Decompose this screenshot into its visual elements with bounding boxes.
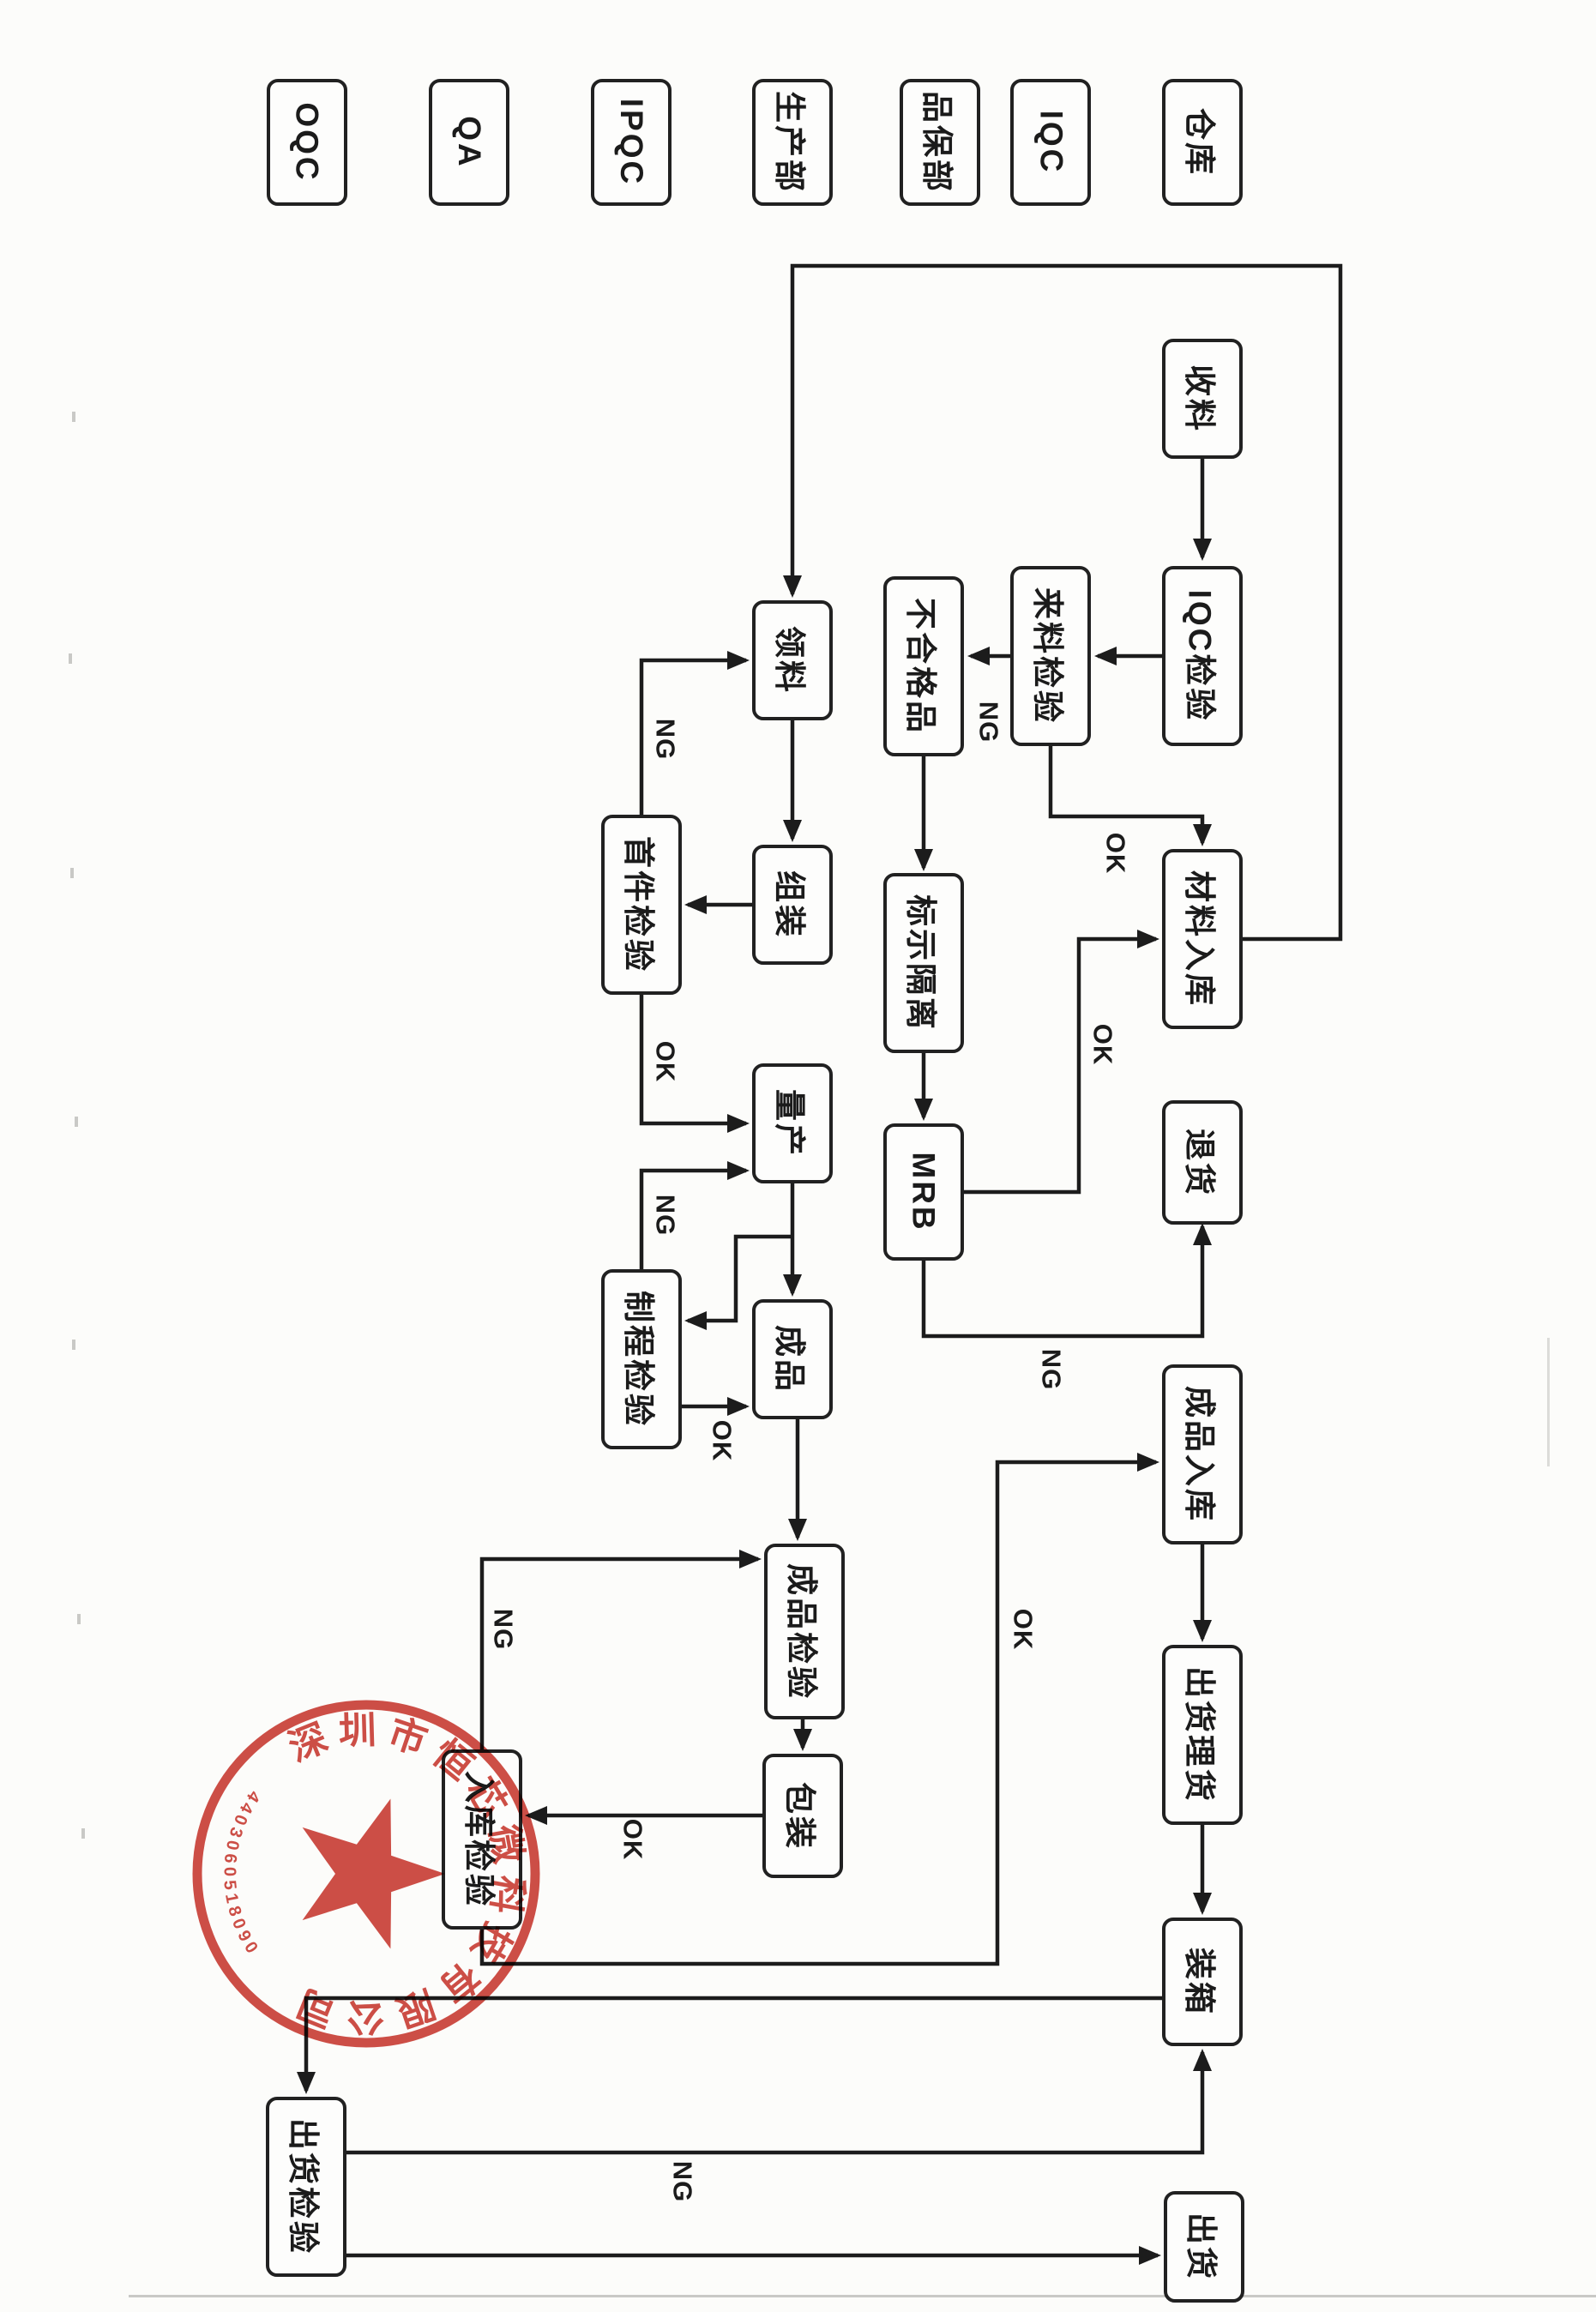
lane-header-iqc: IQC bbox=[1010, 79, 1091, 206]
node-label: 制程检验 bbox=[621, 1291, 656, 1428]
node-label: 首件检验 bbox=[621, 836, 656, 973]
node-nonconforming-product: 不合格品 bbox=[883, 576, 964, 756]
lane-label: IPQC bbox=[614, 98, 649, 187]
node-receive-material: 收料 bbox=[1162, 339, 1243, 459]
edge-mrb-ng-return bbox=[921, 1223, 1212, 1339]
scan-mark bbox=[72, 412, 75, 422]
node-material-requisition: 领料 bbox=[752, 600, 833, 720]
scan-mark bbox=[72, 1340, 75, 1350]
lane-label: 生产部 bbox=[772, 91, 807, 194]
node-label: 成品检验 bbox=[784, 1562, 819, 1701]
scan-mark bbox=[75, 1117, 78, 1127]
lane-header-ipqc: IPQC bbox=[591, 79, 672, 206]
node-label: 领料 bbox=[772, 626, 807, 695]
node-in-process-inspection: 制程检验 bbox=[601, 1269, 682, 1449]
edge-label-ng: NG bbox=[650, 1194, 680, 1237]
edge-label-ng: NG bbox=[1036, 1348, 1066, 1391]
edge-firstarticle-ng-requisition bbox=[639, 651, 750, 815]
edge-label-ok: OK bbox=[650, 1040, 680, 1083]
node-finished-product-inspection: 成品检验 bbox=[764, 1544, 845, 1719]
node-assembly: 组装 bbox=[752, 845, 833, 965]
node-return-goods: 退货 bbox=[1162, 1100, 1243, 1225]
lane-header-oqc: OQC bbox=[267, 79, 347, 206]
node-mark-isolate: 标示隔离 bbox=[883, 873, 964, 1053]
edge-label-ng: NG bbox=[973, 701, 1003, 744]
lane-label: IQC bbox=[1033, 110, 1069, 175]
node-label: 入库检验 bbox=[461, 1771, 497, 1908]
edge-label-ok: OK bbox=[1008, 1608, 1038, 1651]
node-label: 组装 bbox=[772, 870, 807, 939]
node-label: 退货 bbox=[1182, 1128, 1217, 1197]
node-mass-production: 量产 bbox=[752, 1063, 833, 1183]
node-first-article-inspection: 首件检验 bbox=[601, 815, 682, 995]
node-label: 成品入库 bbox=[1182, 1386, 1217, 1523]
edge-outgoinginspection-ng-boxing bbox=[346, 2049, 1212, 2155]
node-label: 出货 bbox=[1183, 2213, 1219, 2281]
node-label: 不合格品 bbox=[903, 598, 938, 735]
node-label: 成品 bbox=[772, 1325, 807, 1394]
node-outgoing-inspection: 出货检验 bbox=[266, 2097, 346, 2277]
edge-warehousinginspection-ng-finishedinspection bbox=[479, 1550, 762, 1749]
edge-label-ng: NG bbox=[667, 2160, 697, 2203]
node-material-warehousing: 材料入库 bbox=[1162, 849, 1243, 1029]
node-finished-goods-warehousing: 成品入库 bbox=[1162, 1364, 1243, 1544]
node-iqc-inspection: IQC检验 bbox=[1162, 566, 1243, 746]
node-label: 材料入库 bbox=[1182, 870, 1217, 1008]
scan-mark bbox=[69, 653, 72, 664]
lane-header-qa: QA bbox=[429, 79, 509, 206]
node-warehousing-inspection: 入库检验 bbox=[442, 1749, 522, 1930]
scan-edge-line bbox=[1547, 1338, 1550, 1466]
lane-header-warehouse: 仓库 bbox=[1162, 79, 1243, 206]
lane-header-quality: 品保部 bbox=[900, 79, 980, 206]
node-mrb: MRB bbox=[883, 1123, 964, 1261]
node-label: 收料 bbox=[1182, 364, 1217, 433]
node-label: 出货理货 bbox=[1182, 1666, 1217, 1803]
node-label: 标示隔离 bbox=[903, 894, 938, 1032]
node-label: 装箱 bbox=[1182, 1948, 1217, 2016]
node-label: 包装 bbox=[782, 1781, 817, 1851]
edge-label-ng: NG bbox=[650, 718, 680, 761]
node-label: 量产 bbox=[772, 1089, 807, 1158]
node-shipment-tally: 出货理货 bbox=[1162, 1645, 1243, 1825]
edge-materialwarehousing-to-requisition bbox=[783, 263, 1343, 942]
lane-label: OQC bbox=[290, 102, 325, 183]
edge-label-ok: OK bbox=[1087, 1023, 1117, 1066]
lane-header-production: 生产部 bbox=[752, 79, 833, 206]
edge-firstarticle-ok-massproduction bbox=[639, 995, 750, 1133]
node-finished-product: 成品 bbox=[752, 1299, 833, 1419]
node-label: 来料检验 bbox=[1030, 587, 1065, 725]
lane-label: 品保部 bbox=[919, 91, 955, 194]
edge-label-ok: OK bbox=[617, 1818, 647, 1861]
edge-mrb-ok-materialwarehousing bbox=[964, 930, 1159, 1195]
edge-label-ng: NG bbox=[488, 1608, 518, 1651]
edge-label-ok: OK bbox=[707, 1419, 737, 1462]
edge-label-ok: OK bbox=[1100, 832, 1130, 875]
node-label: IQC检验 bbox=[1182, 589, 1217, 723]
edge-incoming-ok-materialwarehousing bbox=[1048, 746, 1212, 846]
node-incoming-inspection: 来料检验 bbox=[1010, 566, 1091, 746]
scan-edge-line bbox=[129, 2295, 1596, 2297]
lane-label: 仓库 bbox=[1182, 108, 1217, 177]
edge-boxing-to-outgoinginspection bbox=[297, 1996, 1162, 2094]
scan-mark bbox=[81, 1828, 85, 1839]
node-packing: 包装 bbox=[762, 1754, 843, 1878]
node-boxing: 装箱 bbox=[1162, 1918, 1243, 2046]
node-label: MRB bbox=[906, 1152, 943, 1232]
node-shipment: 出货 bbox=[1164, 2191, 1244, 2303]
edge-inprocess-ng-massproduction bbox=[639, 1161, 750, 1269]
scan-mark bbox=[77, 1614, 81, 1624]
lane-label: QA bbox=[452, 116, 487, 169]
edge-massproduction-to-inprocess bbox=[684, 1234, 792, 1330]
node-label: 出货检验 bbox=[286, 2118, 321, 2255]
scan-mark bbox=[70, 868, 74, 878]
